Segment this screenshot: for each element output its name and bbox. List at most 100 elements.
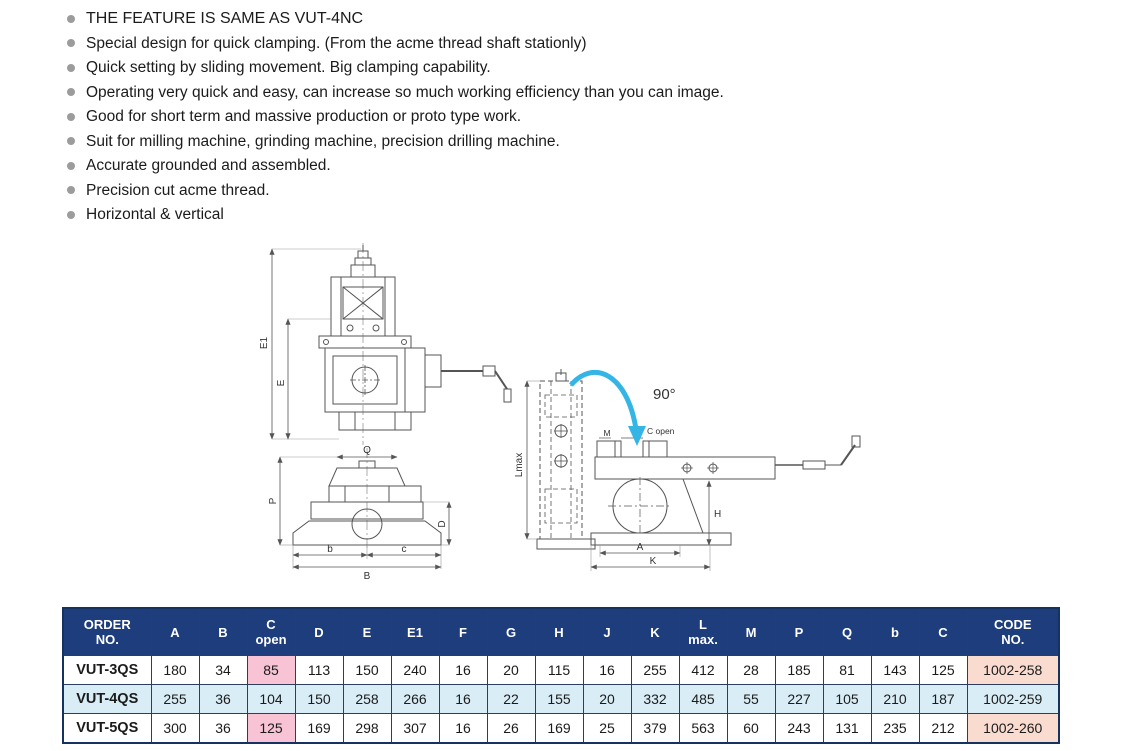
spec-value-cell: 169 bbox=[294, 713, 344, 744]
feature-item: Operating very quick and easy, can incre… bbox=[67, 83, 724, 103]
header-cell: D bbox=[294, 607, 344, 656]
feature-item: Good for short term and massive producti… bbox=[67, 107, 724, 127]
feature-list: THE FEATURE IS SAME AS VUT-4NC Special d… bbox=[67, 9, 724, 230]
code-no-cell: 1002-259 bbox=[966, 684, 1060, 714]
header-cell: P bbox=[774, 607, 824, 656]
feature-text: Accurate grounded and assembled. bbox=[86, 157, 331, 174]
spec-value-cell: 227 bbox=[774, 684, 824, 714]
order-no-cell: VUT-3QS bbox=[62, 655, 152, 685]
spec-value-cell: 150 bbox=[294, 684, 344, 714]
dim-label-e1: E1 bbox=[259, 336, 270, 349]
spec-value-cell: 125 bbox=[246, 713, 296, 744]
bullet-icon bbox=[67, 14, 75, 23]
spec-value-cell: 266 bbox=[390, 684, 440, 714]
header-cell: F bbox=[438, 607, 488, 656]
dim-label-b: b bbox=[327, 544, 333, 555]
spec-value-cell: 143 bbox=[870, 655, 920, 685]
header-cell: Q bbox=[822, 607, 872, 656]
dim-label-lmax: Lmax bbox=[514, 453, 525, 477]
spec-value-cell: 115 bbox=[534, 655, 584, 685]
spec-value-cell: 185 bbox=[774, 655, 824, 685]
spec-value-cell: 20 bbox=[582, 684, 632, 714]
order-no-cell: VUT-4QS bbox=[62, 684, 152, 714]
spec-value-cell: 235 bbox=[870, 713, 920, 744]
header-cell: CODE NO. bbox=[966, 607, 1060, 656]
spec-value-cell: 26 bbox=[486, 713, 536, 744]
header-cell: G bbox=[486, 607, 536, 656]
spec-value-cell: 16 bbox=[438, 684, 488, 714]
dim-label-p: P bbox=[268, 497, 279, 504]
spec-value-cell: 22 bbox=[486, 684, 536, 714]
spec-value-cell: 125 bbox=[918, 655, 968, 685]
spec-value-cell: 16 bbox=[438, 655, 488, 685]
spec-value-cell: 85 bbox=[246, 655, 296, 685]
header-cell: E bbox=[342, 607, 392, 656]
spec-value-cell: 131 bbox=[822, 713, 872, 744]
spec-value-cell: 16 bbox=[438, 713, 488, 744]
spec-value-cell: 81 bbox=[822, 655, 872, 685]
header-cell: C open bbox=[246, 607, 296, 656]
feature-text: Horizontal & vertical bbox=[86, 206, 224, 223]
front-view-drawing: E1 E bbox=[259, 243, 512, 445]
feature-item: Special design for quick clamping. (From… bbox=[67, 34, 724, 54]
spec-value-cell: 255 bbox=[150, 684, 200, 714]
spec-value-cell: 180 bbox=[150, 655, 200, 685]
spec-value-cell: 307 bbox=[390, 713, 440, 744]
side-view-drawing: Lmax M C open H A K bbox=[514, 369, 861, 571]
spec-value-cell: 28 bbox=[726, 655, 776, 685]
feature-text: Quick setting by sliding movement. Big c… bbox=[86, 59, 491, 76]
spec-value-cell: 25 bbox=[582, 713, 632, 744]
header-cell: b bbox=[870, 607, 920, 656]
header-cell: A bbox=[150, 607, 200, 656]
dim-label-e: E bbox=[276, 379, 287, 386]
header-cell: J bbox=[582, 607, 632, 656]
horizontal-view-drawing: Q P D b c B bbox=[268, 445, 452, 582]
feature-text: THE FEATURE IS SAME AS VUT-4NC bbox=[86, 10, 364, 27]
spec-value-cell: 255 bbox=[630, 655, 680, 685]
header-cell: C bbox=[918, 607, 968, 656]
header-cell: K bbox=[630, 607, 680, 656]
spec-value-cell: 240 bbox=[390, 655, 440, 685]
spec-value-cell: 169 bbox=[534, 713, 584, 744]
spec-value-cell: 298 bbox=[342, 713, 392, 744]
bullet-icon bbox=[67, 63, 75, 72]
spec-value-cell: 563 bbox=[678, 713, 728, 744]
dim-label-k: K bbox=[650, 556, 657, 567]
feature-item: Accurate grounded and assembled. bbox=[67, 156, 724, 176]
dim-label-c: c bbox=[402, 544, 407, 555]
bullet-icon bbox=[67, 39, 75, 47]
spec-value-cell: 300 bbox=[150, 713, 200, 744]
header-cell: M bbox=[726, 607, 776, 656]
spec-value-cell: 60 bbox=[726, 713, 776, 744]
header-cell: H bbox=[534, 607, 584, 656]
spec-value-cell: 105 bbox=[822, 684, 872, 714]
header-cell: ORDER NO. bbox=[62, 607, 152, 656]
feature-item: Quick setting by sliding movement. Big c… bbox=[67, 58, 724, 78]
bullet-icon bbox=[67, 161, 75, 170]
feature-text: Suit for milling machine, grinding machi… bbox=[86, 132, 560, 150]
spec-value-cell: 379 bbox=[630, 713, 680, 744]
bullet-icon bbox=[67, 186, 75, 194]
dim-label-c-open: C open bbox=[647, 426, 675, 436]
spec-value-cell: 36 bbox=[198, 713, 248, 744]
spec-value-cell: 16 bbox=[582, 655, 632, 685]
header-cell: E1 bbox=[390, 607, 440, 656]
bullet-icon bbox=[67, 210, 75, 219]
spec-value-cell: 332 bbox=[630, 684, 680, 714]
dim-label-m: M bbox=[603, 428, 610, 438]
bullet-icon bbox=[67, 112, 75, 121]
feature-item: Precision cut acme thread. bbox=[67, 181, 724, 201]
spec-value-cell: 55 bbox=[726, 684, 776, 714]
technical-drawing: E1 E Q P D b c B bbox=[259, 243, 861, 582]
order-no-cell: VUT-5QS bbox=[62, 713, 152, 744]
spec-value-cell: 212 bbox=[918, 713, 968, 744]
feature-item: THE FEATURE IS SAME AS VUT-4NC bbox=[67, 9, 724, 29]
header-cell: B bbox=[198, 607, 248, 656]
feature-item: Horizontal & vertical bbox=[67, 205, 724, 225]
